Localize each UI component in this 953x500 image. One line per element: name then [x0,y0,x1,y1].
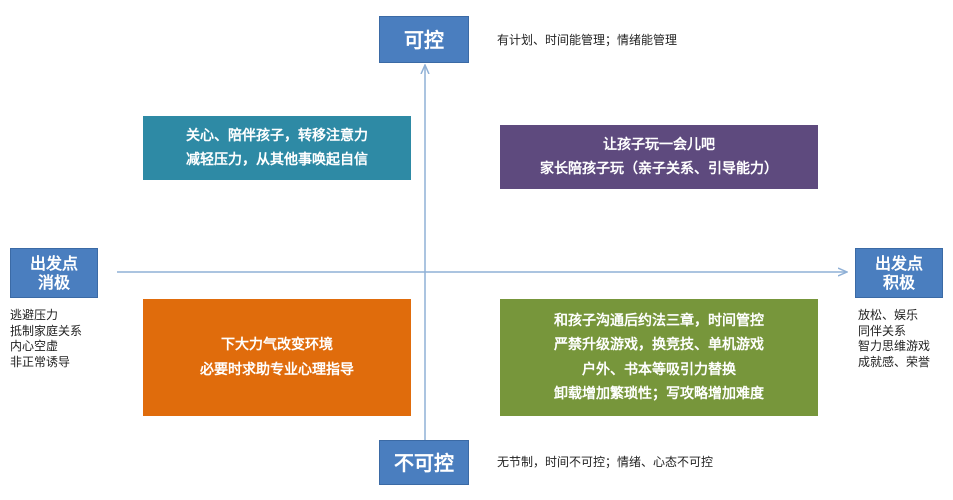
right-note-item: 成就感、荣誉 [858,354,931,369]
left-note-item: 抵制家庭关系 [10,323,83,338]
quadrant-text: 关心、陪伴孩子，转移注意力 [186,127,368,144]
axis-notes-left: 逃避压力 抵制家庭关系 内心空虚 非正常诱导 [10,308,82,370]
axis-note-bottom: 无节制，时间不可控；情绪、心态不可控 [497,455,714,469]
quadrant-bottom-left: 下大力气改变环境 必要时求助专业心理指导 [143,299,411,416]
quadrant-text: 户外、书本等吸引力替换 [582,361,736,378]
right-note-item: 同伴关系 [858,323,907,338]
axis-note-top: 有计划、时间能管理；情绪能管理 [497,33,678,47]
left-note-item: 逃避压力 [10,308,59,322]
left-note-item: 非正常诱导 [10,354,71,369]
quadrant-text: 家长陪孩子玩（亲子关系、引导能力） [540,161,778,177]
quadrant-top-right: 让孩子玩一会儿吧 家长陪孩子玩（亲子关系、引导能力） [500,125,818,189]
quadrant-text: 严禁升级游戏，换竞技、单机游戏 [554,337,764,353]
quadrant-text: 减轻压力，从其他事唤起自信 [186,152,368,168]
axis-label-left-line1: 出发点 [29,253,78,273]
axis-notes-right: 放松、娱乐 同伴关系 智力思维游戏 成就感、荣誉 [858,308,930,370]
quadrant-top-left: 关心、陪伴孩子，转移注意力 减轻压力，从其他事唤起自信 [143,116,411,180]
axis-label-right: 出发点 积极 [855,248,943,298]
right-note-item: 智力思维游戏 [858,339,931,354]
quadrant-text: 卸载增加繁琐性；写攻略增加难度 [554,386,764,402]
right-note-item: 放松、娱乐 [858,308,919,322]
quadrant-text: 必要时求助专业心理指导 [200,361,354,378]
quadrant-text: 让孩子玩一会儿吧 [603,136,715,153]
axis-label-right-line1: 出发点 [874,253,923,273]
quadrant-text: 和孩子沟通后约法三章，时间管控 [554,312,764,329]
quadrant-bottom-right: 和孩子沟通后约法三章，时间管控 严禁升级游戏，换竞技、单机游戏 户外、书本等吸引… [500,299,818,416]
axis-label-bottom-text: 不可控 [394,450,454,475]
axis-label-right-line2: 积极 [882,273,915,292]
axis-label-left-line2: 消极 [37,273,70,292]
left-note-item: 内心空虚 [10,339,59,354]
axis-label-top: 可控 [379,16,469,63]
axis-label-top-text: 可控 [404,27,444,52]
axis-label-bottom: 不可控 [379,440,469,485]
quadrant-text: 下大力气改变环境 [221,337,333,353]
axis-label-left: 出发点 消极 [10,248,98,298]
